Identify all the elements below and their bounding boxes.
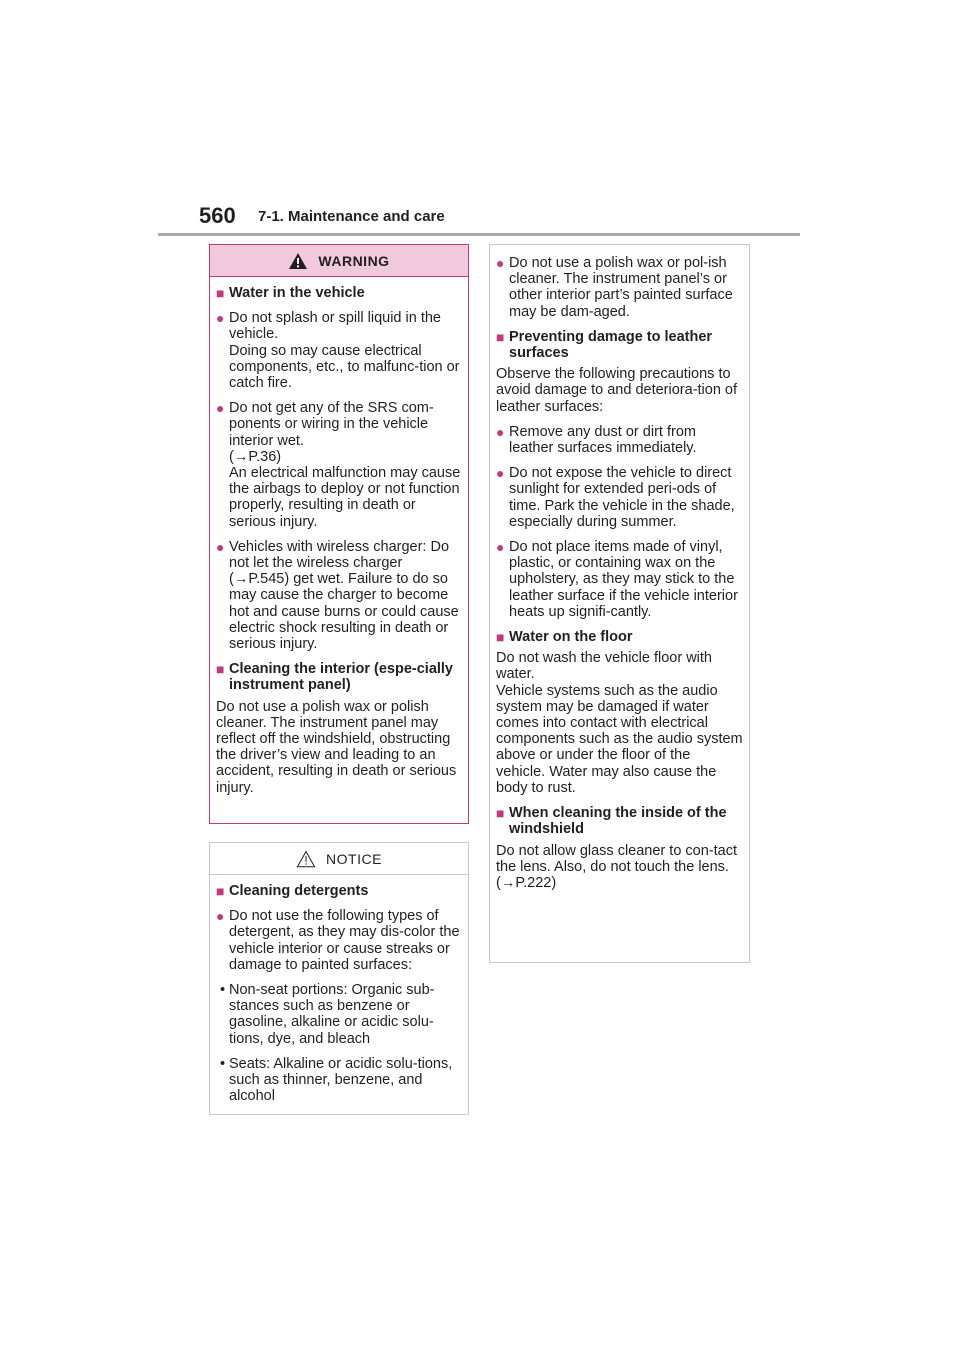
list-item-text: Non-seat portions: Organic sub-stances s… [229, 982, 435, 1047]
section-heading: ■ Cleaning detergents [216, 883, 462, 899]
caution-triangle-outline-icon [296, 849, 316, 867]
round-bullet-icon: ● [496, 539, 505, 556]
list-item-text: Do not get any of the SRS com-ponents or… [229, 400, 461, 530]
round-bullet-icon: ● [496, 255, 505, 271]
heading-text: When cleaning the inside of the windshie… [509, 805, 727, 838]
list-item: ● Do not expose the vehicle to direct su… [496, 465, 743, 530]
square-bullet-icon: ■ [216, 285, 225, 301]
list-item: ● Do not splash or spill liquid in the v… [216, 310, 462, 391]
warning-title: WARNING [318, 252, 390, 269]
section-heading: ■ Water in the vehicle [216, 285, 462, 301]
warning-triangle-icon [289, 252, 308, 269]
list-item-text: Do not place items made of vinyl, plasti… [509, 539, 738, 620]
heading-text: Water in the vehicle [229, 285, 365, 301]
warning-box: WARNING ■ Water in the vehicle ● Do not … [209, 244, 469, 824]
square-bullet-icon: ■ [496, 328, 505, 345]
paragraph: Do not allow glass cleaner to con-tact t… [496, 842, 737, 891]
section-heading: ■ When cleaning the inside of the windsh… [496, 805, 743, 837]
round-bullet-icon: ● [216, 400, 225, 417]
heading-text: Cleaning the interior (espe-cially instr… [229, 661, 453, 694]
square-bullet-icon: ■ [216, 883, 225, 899]
dash-marker: • [219, 982, 226, 999]
heading-text: Preventing damage to leather surfaces [509, 328, 713, 362]
section-heading: ■ Water on the floor [496, 629, 743, 645]
notice-header: NOTICE [210, 843, 468, 875]
list-item: ● Do not get any of the SRS com-ponents … [216, 400, 462, 530]
round-bullet-icon: ● [216, 908, 225, 925]
paragraph: Do not use a polish wax or polish cleane… [216, 698, 457, 796]
warning-header: WARNING [210, 245, 468, 277]
list-item: ● Vehicles with wireless charger: Do not… [216, 539, 462, 652]
round-bullet-icon: ● [496, 423, 505, 440]
round-bullet-icon: ● [216, 310, 225, 327]
square-bullet-icon: ■ [496, 805, 505, 822]
dash-marker: • [219, 1055, 226, 1072]
round-bullet-icon: ● [216, 538, 225, 555]
list-item: ● Remove any dust or dirt from leather s… [496, 424, 743, 456]
round-bullet-icon: ● [496, 465, 505, 482]
list-item: ● Do not place items made of vinyl, plas… [496, 539, 743, 620]
list-item-text: Remove any dust or dirt from leather sur… [509, 423, 697, 457]
section-heading: ■ Preventing damage to leather surfaces [496, 329, 743, 361]
dash-list-item: • Seats: Alkaline or acidic solu-tions, … [216, 1056, 462, 1105]
list-item-text: Seats: Alkaline or acidic solu-tions, su… [229, 1055, 453, 1105]
notice-title: NOTICE [326, 850, 382, 867]
list-item-text: Do not use a polish wax or pol-ish clean… [509, 255, 733, 320]
square-bullet-icon: ■ [496, 629, 505, 646]
list-item-text: Do not use the following types of deterg… [229, 908, 460, 973]
section-heading: ■ Cleaning the interior (espe-cially ins… [216, 661, 462, 693]
paragraph: Observe the following precautions to avo… [496, 366, 738, 415]
square-bullet-icon: ■ [216, 661, 225, 678]
list-item-text: Do not expose the vehicle to direct sunl… [509, 465, 735, 530]
notice-box: NOTICE ■ Cleaning detergents ● Do not us… [209, 842, 469, 1115]
heading-text: Water on the floor [509, 629, 633, 646]
continued-warning-box: ● Do not use a polish wax or pol-ish cle… [489, 244, 750, 963]
section-title: 7-1. Maintenance and care [258, 208, 445, 225]
heading-text: Cleaning detergents [229, 883, 369, 899]
dash-list-item: • Non-seat portions: Organic sub-stances… [216, 982, 462, 1047]
list-item: ● Do not use a polish wax or pol-ish cle… [496, 255, 743, 320]
page-number: 560 [199, 203, 236, 228]
list-item-text: Vehicles with wireless charger: Do not l… [229, 538, 459, 653]
paragraph: Do not wash the vehicle floor with water… [496, 650, 743, 796]
list-item-text: Do not splash or spill liquid in the veh… [229, 310, 460, 392]
list-item: ● Do not use the following types of dete… [216, 908, 462, 973]
header-rule [158, 233, 800, 236]
